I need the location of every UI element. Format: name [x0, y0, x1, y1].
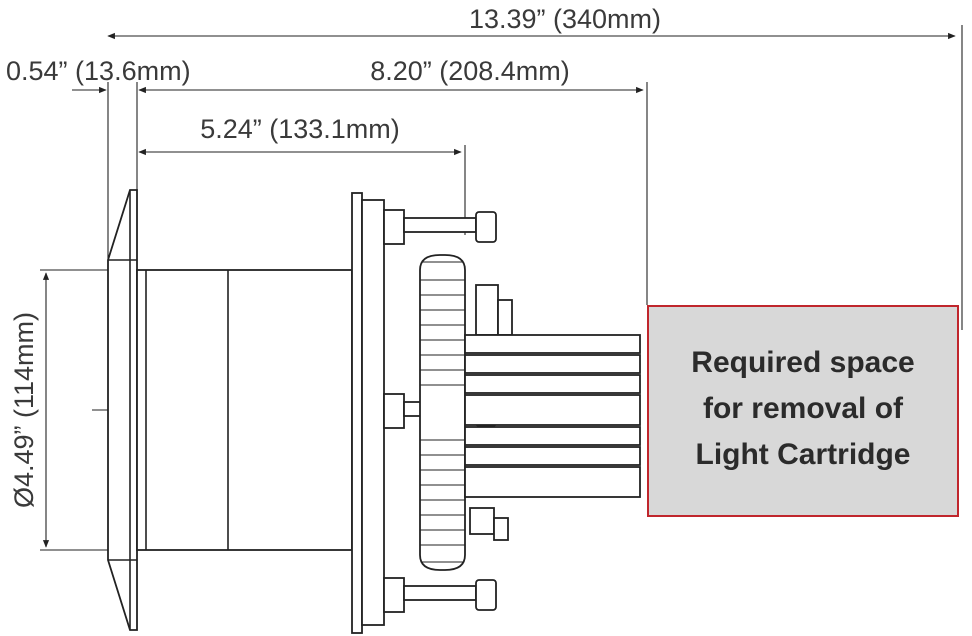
dimension-housing: 5.24” (133.1mm): [138, 114, 466, 235]
clip-top-small: [497, 299, 513, 336]
removal-space-rect: [647, 305, 959, 517]
fixture-drawing: [92, 189, 641, 634]
removal-text-line2: for removal of: [703, 392, 904, 425]
light-cartridge: [464, 334, 641, 498]
removal-space-box: Required space for removal of Light Cart…: [647, 305, 959, 517]
dimension-cartridge: 8.20” (208.4mm): [138, 56, 648, 305]
heat-sink: [419, 254, 466, 571]
clip-top: [475, 284, 499, 336]
dimension-housing-label: 5.24” (133.1mm): [200, 114, 400, 144]
dimension-overall-label: 13.39” (340mm): [469, 4, 661, 34]
bolt-top: [383, 209, 497, 245]
dimension-overall: 13.39” (340mm): [107, 4, 963, 330]
clip-bottom-small: [493, 517, 509, 541]
dimension-flange: 0.54” (13.6mm): [6, 56, 191, 270]
bolt-bottom: [383, 577, 497, 613]
housing-body: [136, 269, 353, 551]
mounting-ring: [361, 199, 385, 626]
dimension-flange-label: 0.54” (13.6mm): [6, 56, 191, 86]
trim-flange: [107, 189, 138, 631]
clip-bottom: [469, 507, 495, 535]
removal-text-line3: Light Cartridge: [696, 438, 911, 471]
dimension-cartridge-label: 8.20” (208.4mm): [370, 56, 570, 86]
mounting-plate: [351, 192, 363, 634]
removal-text-line1: Required space: [691, 346, 914, 379]
dimension-diameter-label: Ø4.49” (114mm): [9, 312, 39, 508]
